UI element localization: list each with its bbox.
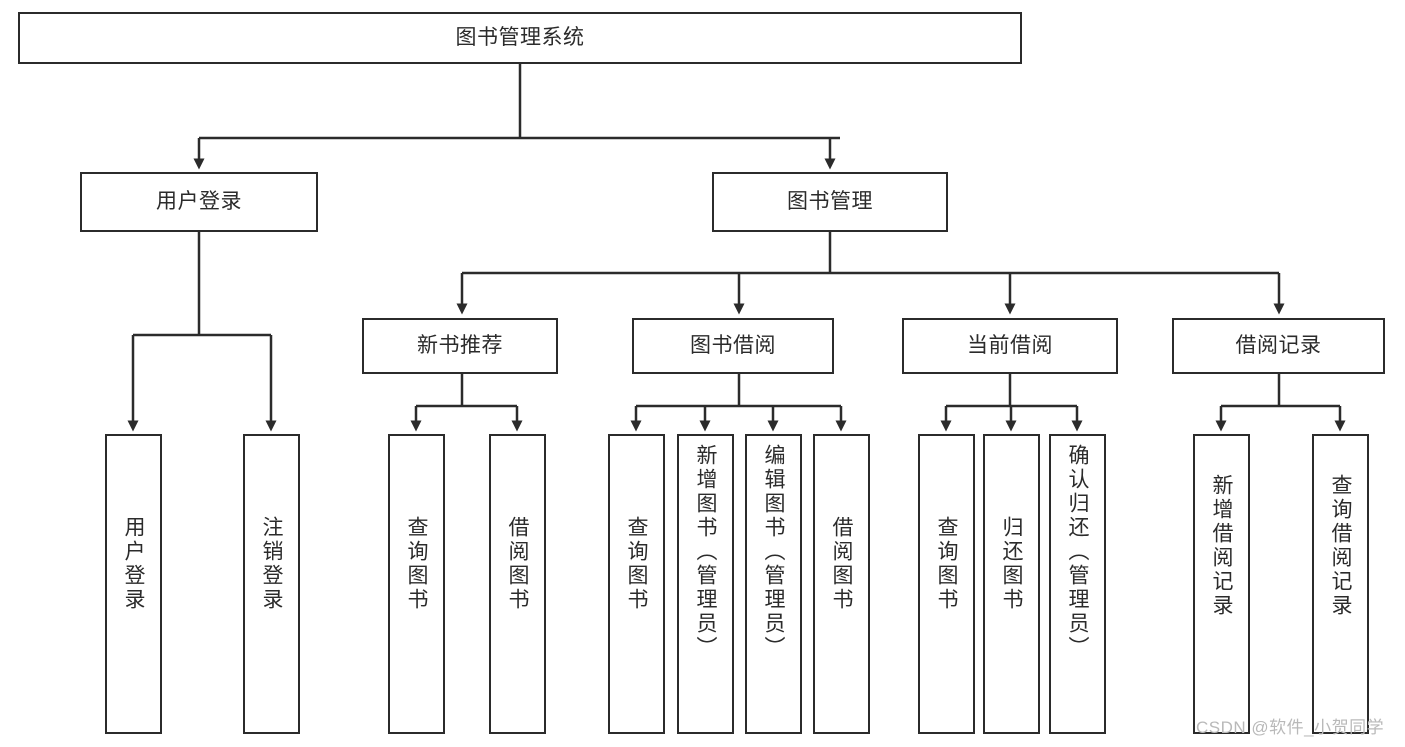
node-new-book-recommend[interactable]: 新书推荐 (362, 318, 558, 374)
node-leaf-query-book-1-label: 查询图书 (405, 516, 428, 612)
node-leaf-query-book-2-label: 查询图书 (625, 516, 648, 612)
node-book-borrow-label: 图书借阅 (690, 333, 776, 357)
node-leaf-edit-book[interactable]: 编辑图书（管理员） (745, 434, 802, 734)
node-user-login-label: 用户登录 (156, 189, 242, 213)
node-leaf-borrow-book-1-label: 借阅图书 (506, 516, 529, 612)
node-leaf-confirm-return[interactable]: 确认归还（管理员） (1049, 434, 1106, 734)
node-leaf-add-record-label: 新增借阅记录 (1210, 474, 1233, 618)
node-current-borrow[interactable]: 当前借阅 (902, 318, 1118, 374)
node-user-login[interactable]: 用户登录 (80, 172, 318, 232)
node-leaf-add-book[interactable]: 新增图书（管理员） (677, 434, 734, 734)
node-current-borrow-label: 当前借阅 (967, 333, 1053, 357)
node-leaf-query-book-3[interactable]: 查询图书 (918, 434, 975, 734)
watermark: CSDN @软件_小贺同学 (1196, 718, 1385, 737)
node-leaf-add-book-label: 新增图书（管理员） (694, 444, 717, 660)
node-book-management[interactable]: 图书管理 (712, 172, 948, 232)
node-leaf-return-book[interactable]: 归还图书 (983, 434, 1040, 734)
node-leaf-borrow-book-2-label: 借阅图书 (830, 516, 853, 612)
node-leaf-logout-login-label: 注销登录 (260, 516, 283, 612)
node-root-label: 图书管理系统 (455, 25, 585, 49)
node-leaf-return-book-label: 归还图书 (1000, 516, 1023, 612)
node-leaf-add-record[interactable]: 新增借阅记录 (1193, 434, 1250, 734)
node-leaf-query-book-1[interactable]: 查询图书 (388, 434, 445, 734)
node-leaf-user-login[interactable]: 用户登录 (105, 434, 162, 734)
node-leaf-borrow-book-2[interactable]: 借阅图书 (813, 434, 870, 734)
node-leaf-logout-login[interactable]: 注销登录 (243, 434, 300, 734)
node-new-book-recommend-label: 新书推荐 (417, 333, 503, 357)
node-borrow-record-label: 借阅记录 (1235, 333, 1322, 357)
node-leaf-query-book-2[interactable]: 查询图书 (608, 434, 665, 734)
node-leaf-query-book-3-label: 查询图书 (935, 516, 958, 612)
node-leaf-edit-book-label: 编辑图书（管理员） (762, 444, 785, 660)
node-book-borrow[interactable]: 图书借阅 (632, 318, 834, 374)
node-leaf-user-login-label: 用户登录 (122, 516, 145, 612)
node-root[interactable]: 图书管理系统 (18, 12, 1022, 64)
node-book-management-label: 图书管理 (787, 189, 873, 213)
node-leaf-confirm-return-label: 确认归还（管理员） (1066, 444, 1089, 660)
node-leaf-query-record-label: 查询借阅记录 (1329, 474, 1352, 618)
node-leaf-borrow-book-1[interactable]: 借阅图书 (489, 434, 546, 734)
node-leaf-query-record[interactable]: 查询借阅记录 (1312, 434, 1369, 734)
node-borrow-record[interactable]: 借阅记录 (1172, 318, 1385, 374)
